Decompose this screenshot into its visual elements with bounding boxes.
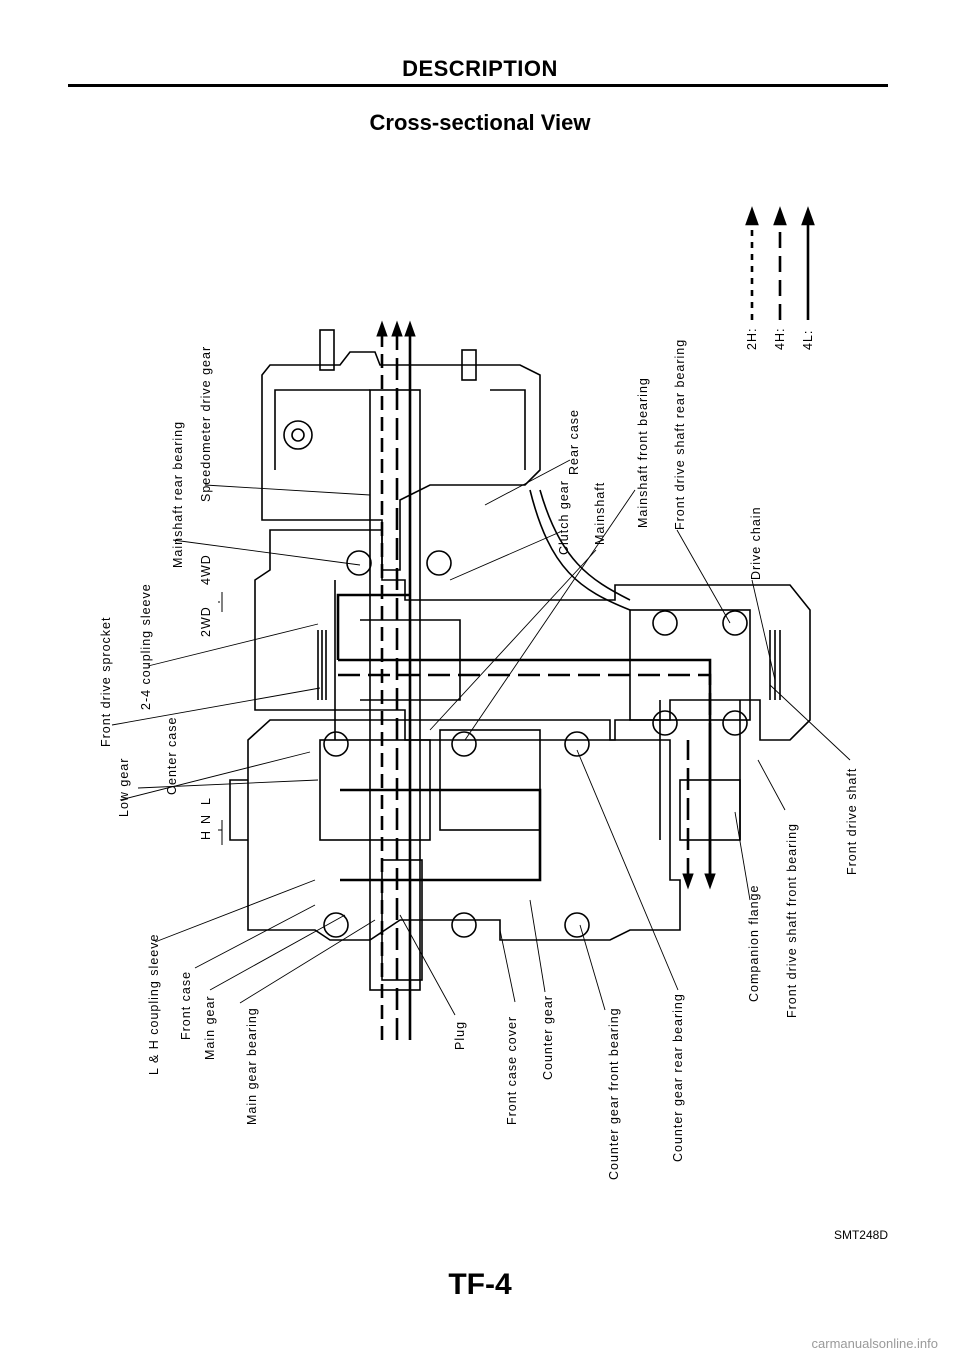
power-flow-paths	[336, 320, 716, 1040]
legend-2h-label: 2H:	[745, 328, 759, 350]
label-counter-gear: Counter gear	[541, 995, 555, 1080]
label-mainshaft: Mainshaft	[593, 482, 607, 545]
label-front-drive-shaft-front-bearing: Front drive shaft front bearing	[785, 823, 799, 1018]
label-rear-case: Rear case	[567, 409, 581, 475]
page-title: Cross-sectional View	[369, 110, 591, 135]
label-mainshaft-rear-bearing: Mainshaft rear bearing	[171, 421, 185, 568]
page-number: TF-4	[448, 1268, 512, 1301]
label-mainshaft-front-bearing: Mainshaft front bearing	[636, 377, 650, 528]
callout-leaders	[111, 459, 851, 1016]
legend-4h-label: 4H:	[773, 328, 787, 350]
label-speedometer-drive-gear: Speedometer drive gear	[199, 346, 213, 502]
label-companion-flange: Companion flange	[747, 885, 761, 1002]
label-front-case-cover: Front case cover	[505, 1016, 519, 1125]
range-h-label: H	[199, 830, 213, 840]
label-counter-gear-rear-bearing: Counter gear rear bearing	[671, 993, 685, 1162]
label-front-drive-shaft: Front drive shaft	[845, 768, 859, 875]
legend-4l-label: 4L:	[801, 330, 815, 350]
label-drive-chain: Drive chain	[749, 506, 763, 580]
label-counter-gear-front-bearing: Counter gear front bearing	[607, 1007, 621, 1180]
label-2-4-coupling-sleeve: 2-4 coupling sleeve	[139, 583, 153, 710]
label-main-gear-bearing: Main gear bearing	[245, 1007, 259, 1125]
label-main-gear: Main gear	[203, 995, 217, 1060]
label-front-drive-sprocket: Front drive sprocket	[99, 617, 113, 747]
label-lh-coupling-sleeve: L & H coupling sleeve	[147, 934, 161, 1075]
drive-4wd-label: 4WD	[199, 554, 213, 585]
watermark: carmanualsonline.info	[811, 1336, 938, 1351]
label-clutch-gear: Clutch gear	[557, 480, 571, 555]
section-header: DESCRIPTION	[402, 56, 558, 81]
label-front-case: Front case	[179, 971, 193, 1040]
label-center-case: Center case	[165, 717, 179, 795]
range-l-label: L	[199, 797, 213, 805]
flow-legend	[745, 206, 815, 320]
header-divider	[68, 84, 888, 87]
label-plug: Plug	[453, 1021, 467, 1050]
drive-2wd-label: 2WD	[199, 606, 213, 637]
range-n-label: N	[199, 814, 213, 824]
label-low-gear: Low gear	[117, 758, 131, 817]
label-front-drive-shaft-rear-bearing: Front drive shaft rear bearing	[673, 339, 687, 530]
cross-section-diagram: 2H: 4H: 4L: 2WD 4WD H N L	[99, 206, 859, 1180]
shift-position-indicators	[218, 592, 223, 845]
figure-code: SMT248D	[833, 1228, 888, 1242]
